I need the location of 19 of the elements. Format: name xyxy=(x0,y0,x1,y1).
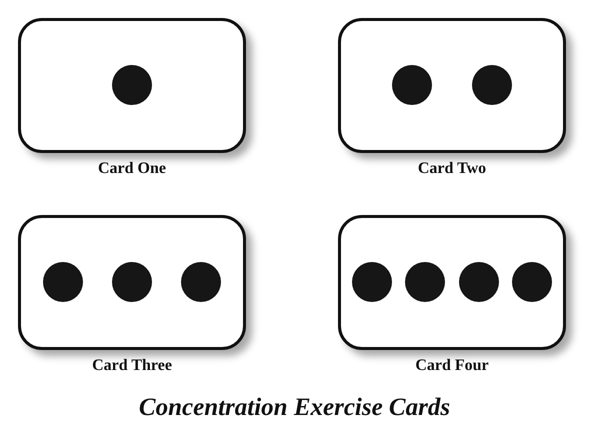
dot xyxy=(112,262,152,302)
card-label: Card Two xyxy=(416,160,488,178)
card xyxy=(338,215,566,350)
card xyxy=(18,18,246,153)
dot xyxy=(352,262,392,302)
dot xyxy=(458,262,499,302)
card-label: Card Three xyxy=(91,357,173,375)
card xyxy=(338,18,566,153)
dot xyxy=(181,262,221,302)
card xyxy=(18,215,246,350)
dot xyxy=(405,262,446,302)
card-label: Card Four xyxy=(414,357,490,375)
dot xyxy=(472,65,512,105)
card-label: Card One xyxy=(97,160,167,178)
caption: Concentration Exercise Cards xyxy=(138,394,452,422)
dot xyxy=(392,65,432,105)
dot xyxy=(512,262,552,302)
dot xyxy=(43,262,83,302)
dot xyxy=(112,65,152,105)
